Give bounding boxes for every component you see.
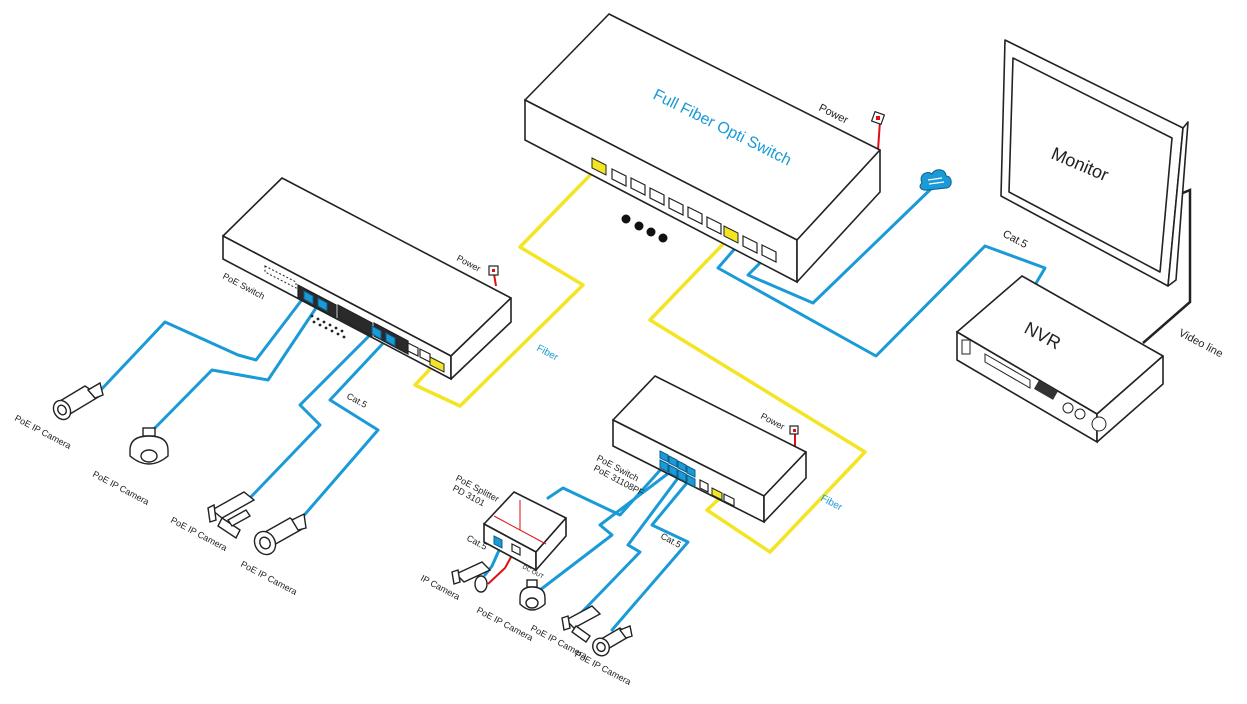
cam-left-2-label: PoE IP Camera (91, 469, 151, 507)
power-plug-icon (488, 265, 499, 276)
bullet-camera-icon (592, 625, 633, 657)
poe-switch-bottom-power-label: Power (759, 411, 786, 432)
cable-bottom-cam-1 (538, 470, 672, 592)
poe-switch-left-ports (264, 265, 445, 373)
dome-camera-icon (129, 427, 169, 465)
cam-left-3-label: PoE IP Camera (169, 515, 229, 553)
dome-camera-icon (519, 579, 546, 611)
box-camera-icon (451, 561, 492, 593)
cable-nvr (716, 243, 1047, 358)
poe-splitter[interactable] (483, 491, 567, 572)
bullet-camera-icon (253, 512, 307, 556)
cable-left-cam-3 (246, 328, 377, 502)
cable-internet (746, 183, 937, 305)
cam-bottom-1-label: PoE IP Camera (475, 605, 535, 643)
cable-bottom-splitter (546, 466, 664, 517)
fiber-switch-ports (591, 157, 777, 263)
cable-bottom-cam-2 (580, 476, 680, 614)
fiber-left-label: Fiber (535, 343, 561, 364)
vent-dots (310, 314, 346, 339)
bullet-camera-icon (52, 381, 104, 421)
power-plug-icon (789, 425, 799, 435)
cable-fiber-left (413, 166, 599, 408)
cable-power-top (877, 120, 881, 151)
box-camera-icon (561, 605, 602, 643)
internet-cloud-icon (919, 169, 952, 191)
power-plug-icon (870, 110, 886, 126)
monitor[interactable]: Monitor (1000, 39, 1189, 287)
nvr-cat5-label: Cat.5 (1001, 228, 1030, 251)
poe-switch-bottom[interactable]: Power (612, 375, 807, 524)
nvr-front-panel (961, 339, 1107, 432)
cable-power-left (493, 273, 497, 287)
more-devices-ellipsis (621, 214, 668, 243)
cable-left-cam-4 (298, 336, 390, 522)
box-camera-icon (207, 491, 256, 540)
fiber-right-label: Fiber (819, 493, 845, 514)
cat5-bottom-label: Cat.5 (659, 531, 683, 550)
cable-left-cam-1 (96, 295, 306, 395)
cable-left-cam-2 (148, 297, 324, 435)
fiber-switch[interactable]: Full Fiber Opti Switch Power (524, 13, 886, 284)
cable-video (1142, 188, 1192, 344)
cat5-left-label: Cat.5 (345, 391, 369, 410)
video-line-label: Video line (1177, 327, 1225, 360)
nvr[interactable]: NVR (956, 275, 1164, 444)
cable-fiber-right (648, 238, 867, 554)
poe-switch-bottom-ports (659, 450, 735, 507)
cable-bottom-cam-3 (610, 482, 690, 632)
cam-left-4-label: PoE IP Camera (239, 559, 299, 597)
